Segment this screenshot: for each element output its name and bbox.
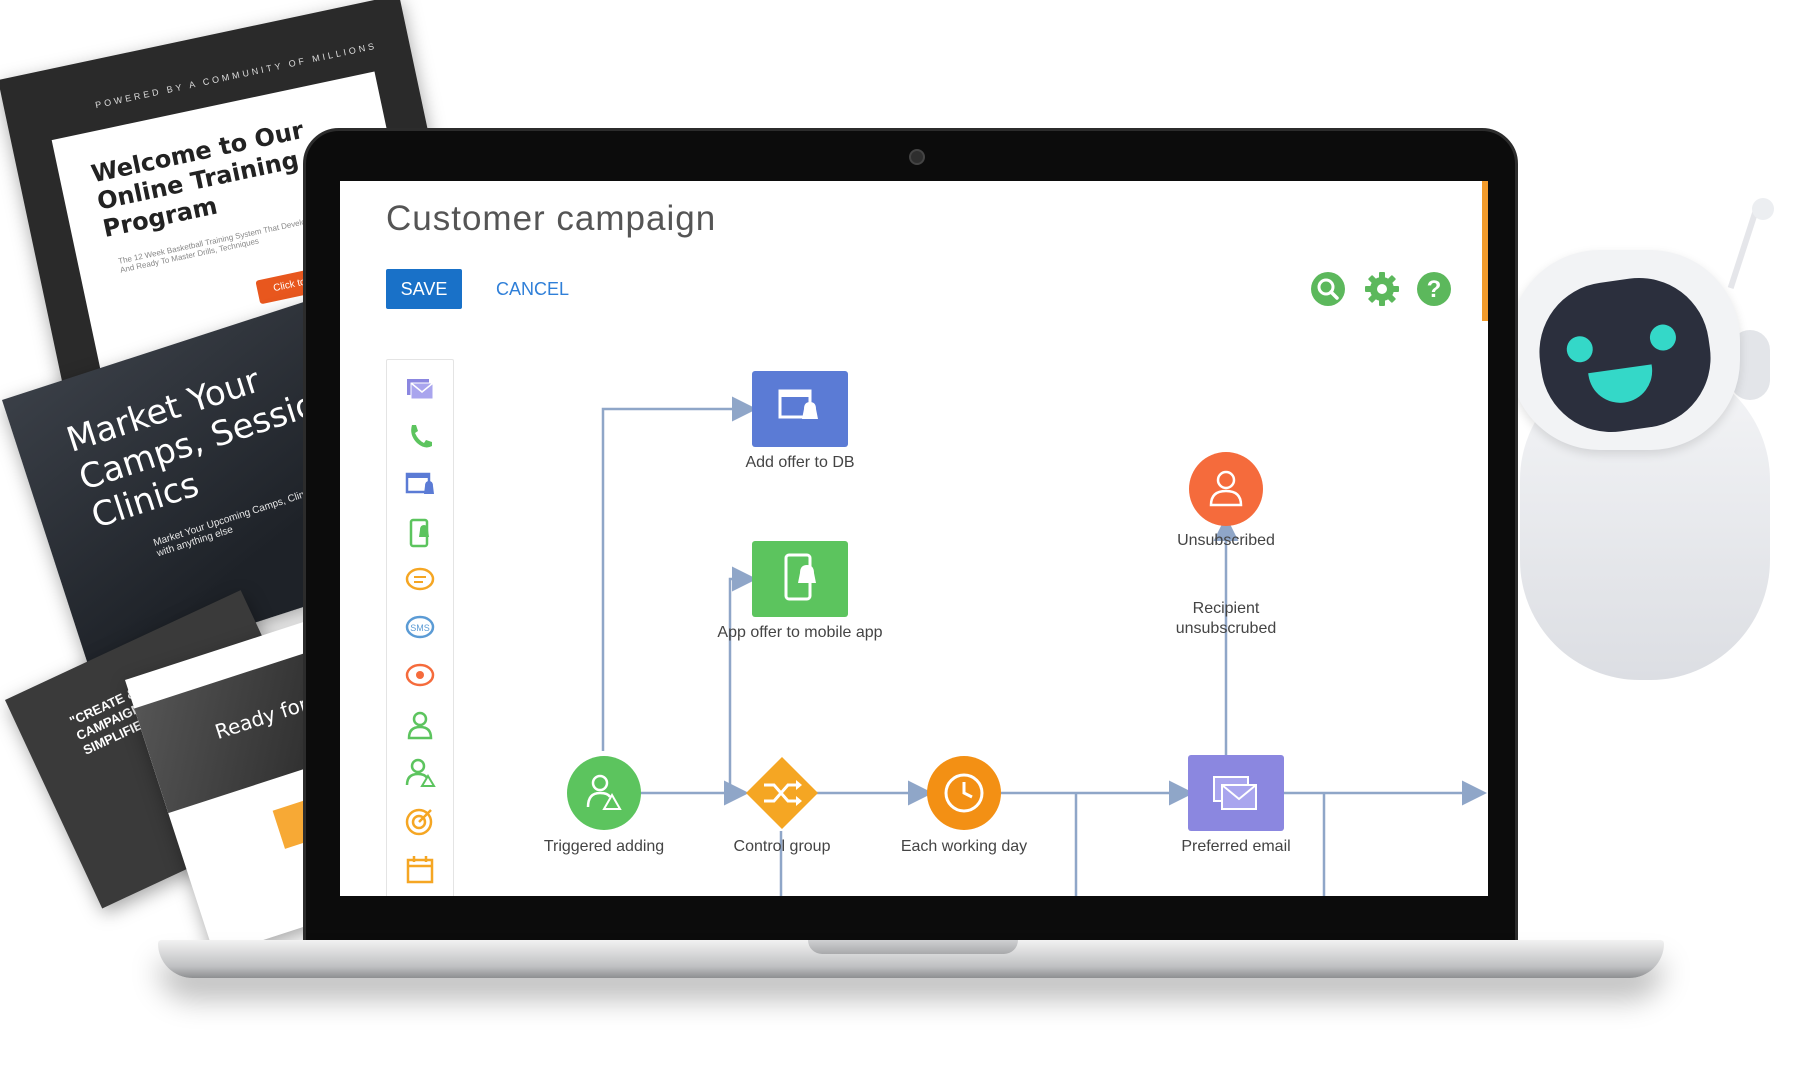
mobile-notification-icon[interactable] — [403, 516, 437, 550]
each-working-day-node[interactable] — [926, 755, 1002, 831]
add-offer-db-label: Add offer to DB — [745, 454, 855, 471]
cancel-button[interactable]: CANCEL — [496, 279, 570, 299]
contact-icon[interactable] — [403, 708, 437, 742]
element-palette: SMS — [386, 359, 454, 896]
phone-icon[interactable] — [403, 420, 437, 454]
laptop-camera — [909, 149, 925, 165]
app-offer-node[interactable] — [752, 541, 848, 617]
robot-head — [1510, 250, 1740, 450]
sms-icon[interactable]: SMS — [403, 612, 437, 646]
add-offer-db-node[interactable] — [752, 371, 848, 447]
laptop-screen: Customer campaign SAVE CANCEL ? — [340, 181, 1488, 896]
laptop-notch — [808, 940, 1018, 954]
robot-face — [1530, 268, 1720, 442]
svg-text:?: ? — [1427, 276, 1442, 303]
control-group-label: Control group — [733, 838, 831, 855]
control-group-node[interactable] — [744, 755, 820, 831]
flow-connectors — [601, 396, 1487, 896]
preferred-email-label: Preferred email — [1181, 838, 1291, 855]
laptop-base — [158, 940, 1664, 978]
triggered-adding-label: Triggered adding — [543, 838, 665, 855]
help-icon[interactable]: ? — [1416, 271, 1452, 307]
calendar-icon[interactable] — [403, 852, 437, 886]
target-icon[interactable] — [403, 804, 437, 838]
robot-eye — [1648, 322, 1678, 353]
connector-to-add-offer — [601, 396, 757, 751]
robot-eye — [1565, 334, 1595, 364]
scroll-accent — [1482, 181, 1488, 321]
laptop-lid: Customer campaign SAVE CANCEL ? — [303, 128, 1518, 948]
robot-mouth — [1588, 364, 1657, 407]
page-title: Customer campaign — [386, 199, 717, 238]
preferred-email-node[interactable] — [1188, 755, 1284, 831]
gear-icon[interactable] — [1364, 271, 1400, 307]
search-icon[interactable] — [1310, 271, 1346, 307]
robot-antenna-tip — [1752, 198, 1774, 220]
robot-antenna — [1727, 211, 1759, 289]
app-offer-label: App offer to mobile app — [717, 624, 883, 641]
save-button[interactable]: SAVE — [386, 269, 462, 309]
connector-to-app-offer — [728, 566, 757, 793]
social-icon[interactable] — [403, 660, 437, 694]
recipient-unsubscribed-label: Recipient unsubscrubed — [1175, 600, 1277, 637]
unsubscribed-label: Unsubscribed — [1177, 532, 1275, 549]
svg-text:SMS: SMS — [410, 623, 430, 633]
triggered-adding-node[interactable] — [566, 755, 642, 831]
each-working-day-label: Each working day — [900, 838, 1028, 855]
unsubscribed-node[interactable] — [1188, 451, 1264, 527]
web-notification-icon[interactable] — [403, 468, 437, 502]
chat-icon[interactable] — [403, 564, 437, 598]
email-icon[interactable] — [403, 372, 437, 406]
robot-mascot — [1500, 180, 1810, 780]
contact-group-icon[interactable] — [403, 756, 437, 790]
